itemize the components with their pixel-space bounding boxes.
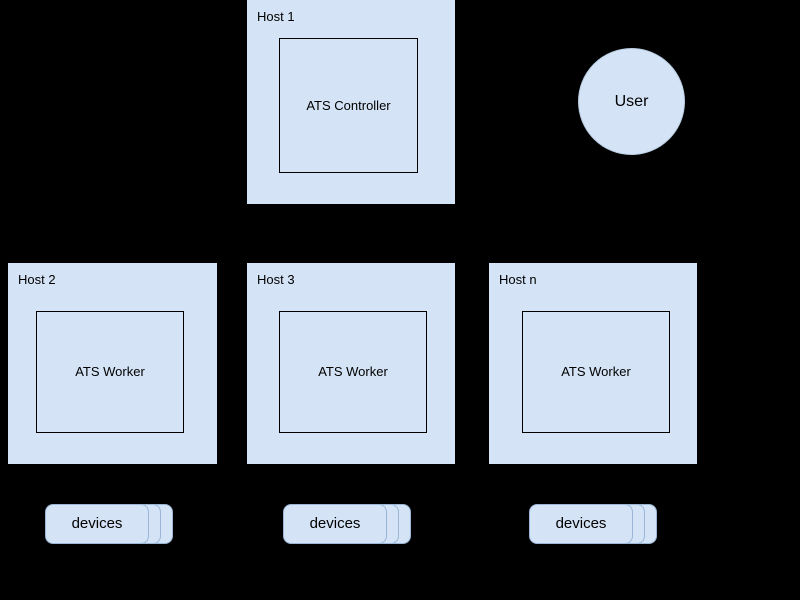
- device-label-host-2: devices: [71, 515, 123, 532]
- host-box-host-2[interactable]: Host 2 ATS Worker: [8, 263, 217, 464]
- device-card-front[interactable]: devices: [45, 504, 149, 544]
- device-card-front[interactable]: devices: [529, 504, 633, 544]
- host-label-host-2: Host 2: [18, 272, 56, 287]
- service-box-ats-controller[interactable]: ATS Controller: [279, 38, 418, 173]
- host-box-host-1[interactable]: Host 1 ATS Controller: [247, 0, 455, 204]
- device-stack-host-n[interactable]: devices: [529, 504, 657, 544]
- service-label-ats-worker-host-2: ATS Worker: [75, 364, 145, 379]
- device-label-host-3: devices: [309, 515, 361, 532]
- device-card-front[interactable]: devices: [283, 504, 387, 544]
- device-label-host-n: devices: [555, 515, 607, 532]
- service-box-ats-worker-host-n[interactable]: ATS Worker: [522, 311, 670, 433]
- device-stack-host-3[interactable]: devices: [283, 504, 411, 544]
- host-label-host-n: Host n: [499, 272, 537, 287]
- device-stack-host-2[interactable]: devices: [45, 504, 173, 544]
- host-box-host-3[interactable]: Host 3 ATS Worker: [247, 263, 455, 464]
- service-box-ats-worker-host-3[interactable]: ATS Worker: [279, 311, 427, 433]
- service-label-ats-worker-host-3: ATS Worker: [318, 364, 388, 379]
- actor-label-user: User: [614, 93, 649, 110]
- host-label-host-1: Host 1: [257, 9, 295, 24]
- host-label-host-3: Host 3: [257, 272, 295, 287]
- service-label-ats-controller: ATS Controller: [306, 97, 391, 113]
- host-box-host-n[interactable]: Host n ATS Worker: [489, 263, 697, 464]
- actor-user[interactable]: User: [578, 48, 685, 155]
- service-label-ats-worker-host-n: ATS Worker: [561, 364, 631, 379]
- service-box-ats-worker-host-2[interactable]: ATS Worker: [36, 311, 184, 433]
